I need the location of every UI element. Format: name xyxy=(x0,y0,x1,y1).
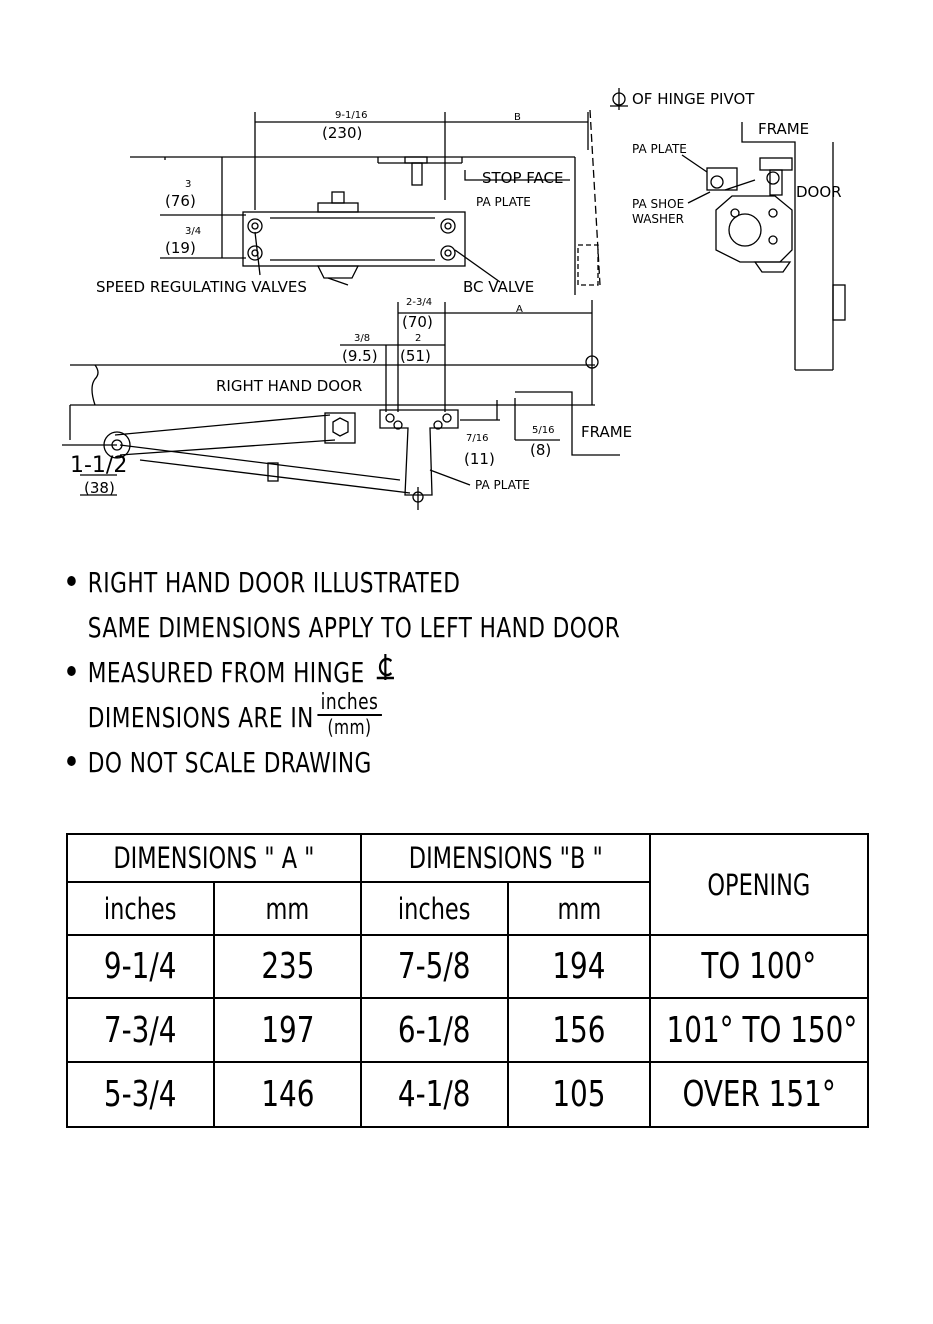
header-opening: OPENING xyxy=(649,833,869,936)
dim-3: 3 xyxy=(185,179,191,190)
dim-3-4: 3/4 xyxy=(185,226,201,237)
note-1: RIGHT HAND DOOR ILLUSTRATED xyxy=(62,560,716,605)
subheader-mm-a: mm xyxy=(213,881,362,936)
centerline-icon xyxy=(376,654,394,680)
dim-5-16: 5/16 xyxy=(532,425,554,436)
pa-plate-side-label: PA PLATE xyxy=(632,142,687,156)
stop-face-label: STOP FACE xyxy=(482,169,564,187)
cell-opening: OVER 151° xyxy=(649,1061,869,1128)
cell-a-inches: 5-3/4 xyxy=(66,1061,215,1128)
cell-a-inches: 7-3/4 xyxy=(66,997,215,1063)
cell-opening: 101° TO 150° xyxy=(649,997,869,1063)
bullet-icon xyxy=(67,756,76,766)
cell-a-inches: 9-1/4 xyxy=(66,934,215,999)
dim-230: (230) xyxy=(322,124,362,142)
hinge-pivot-label: OF HINGE PIVOT xyxy=(632,90,755,108)
washer-label: WASHER xyxy=(632,212,684,226)
door-side-label: DOOR xyxy=(796,183,842,201)
frame-bottom-label: FRAME xyxy=(581,423,632,441)
dim-b: B xyxy=(514,112,521,123)
dim-8: (8) xyxy=(530,441,551,459)
cell-b-inches: 4-1/8 xyxy=(360,1061,509,1128)
door-closer-drawing: 9-1/16 (230) B OF HINGE PIVOT FRAME PA P… xyxy=(62,88,846,510)
note-5: DO NOT SCALE DRAWING xyxy=(62,740,716,785)
right-hand-door-label: RIGHT HAND DOOR xyxy=(216,377,362,395)
cell-b-mm: 105 xyxy=(507,1061,651,1128)
dim-1-1-2: 1-1/2 xyxy=(70,453,127,478)
header-dimensions-a: DIMENSIONS " A " xyxy=(66,833,362,883)
note-2: SAME DIMENSIONS APPLY TO LEFT HAND DOOR xyxy=(87,611,621,644)
dim-2-3-4: 2-3/4 xyxy=(406,297,432,308)
subheader-inches-a: inches xyxy=(66,881,215,936)
dimensions-table: DIMENSIONS " A " DIMENSIONS "B " OPENING… xyxy=(66,833,869,1128)
bullet-icon xyxy=(67,666,76,676)
cell-b-inches: 6-1/8 xyxy=(360,997,509,1063)
cell-opening: TO 100° xyxy=(649,934,869,999)
pa-plate-bottom-label: PA PLATE xyxy=(475,478,530,492)
cell-a-mm: 235 xyxy=(213,934,362,999)
dim-a: A xyxy=(516,304,523,315)
dim-9-5: (9.5) xyxy=(342,347,378,365)
dim-38: (38) xyxy=(84,479,115,497)
table-row: 9-1/4 235 7-5/8 194 TO 100° xyxy=(66,934,869,999)
dim-76: (76) xyxy=(165,192,196,210)
cell-a-mm: 197 xyxy=(213,997,362,1063)
bullet-icon xyxy=(67,576,76,586)
frame-top-label: FRAME xyxy=(758,120,809,138)
dim-19: (19) xyxy=(165,239,196,257)
cell-b-inches: 7-5/8 xyxy=(360,934,509,999)
note-3: MEASURED FROM HINGE xyxy=(62,650,716,695)
dim-11: (11) xyxy=(464,450,495,468)
table-row: 7-3/4 197 6-1/8 156 101° TO 150° xyxy=(66,997,869,1063)
dim-7-16: 7/16 xyxy=(466,433,488,444)
dim-51: (51) xyxy=(400,347,431,365)
dim-2: 2 xyxy=(415,333,421,344)
subheader-inches-b: inches xyxy=(360,881,509,936)
bc-valve-label: BC VALVE xyxy=(463,278,534,296)
units-fraction: inches(mm) xyxy=(317,692,382,738)
cell-b-mm: 194 xyxy=(507,934,651,999)
pa-shoe-label: PA SHOE xyxy=(632,197,684,211)
speed-valves-label: SPEED REGULATING VALVES xyxy=(96,278,307,296)
table-row: 5-3/4 146 4-1/8 105 OVER 151° xyxy=(66,1061,869,1128)
cell-b-mm: 156 xyxy=(507,997,651,1063)
dim-70: (70) xyxy=(402,313,433,331)
subheader-mm-b: mm xyxy=(507,881,651,936)
header-dimensions-b: DIMENSIONS "B " xyxy=(360,833,651,883)
cell-a-mm: 146 xyxy=(213,1061,362,1128)
table-subheader-row: inches mm inches mm xyxy=(66,881,868,936)
table-header-row: DIMENSIONS " A " DIMENSIONS "B " OPENING xyxy=(66,833,869,936)
pa-plate-top-label: PA PLATE xyxy=(476,195,531,209)
dim-9-1-16: 9-1/16 xyxy=(335,110,367,121)
dim-3-8: 3/8 xyxy=(354,333,370,344)
notes-block: RIGHT HAND DOOR ILLUSTRATED SAME DIMENSI… xyxy=(62,560,716,785)
